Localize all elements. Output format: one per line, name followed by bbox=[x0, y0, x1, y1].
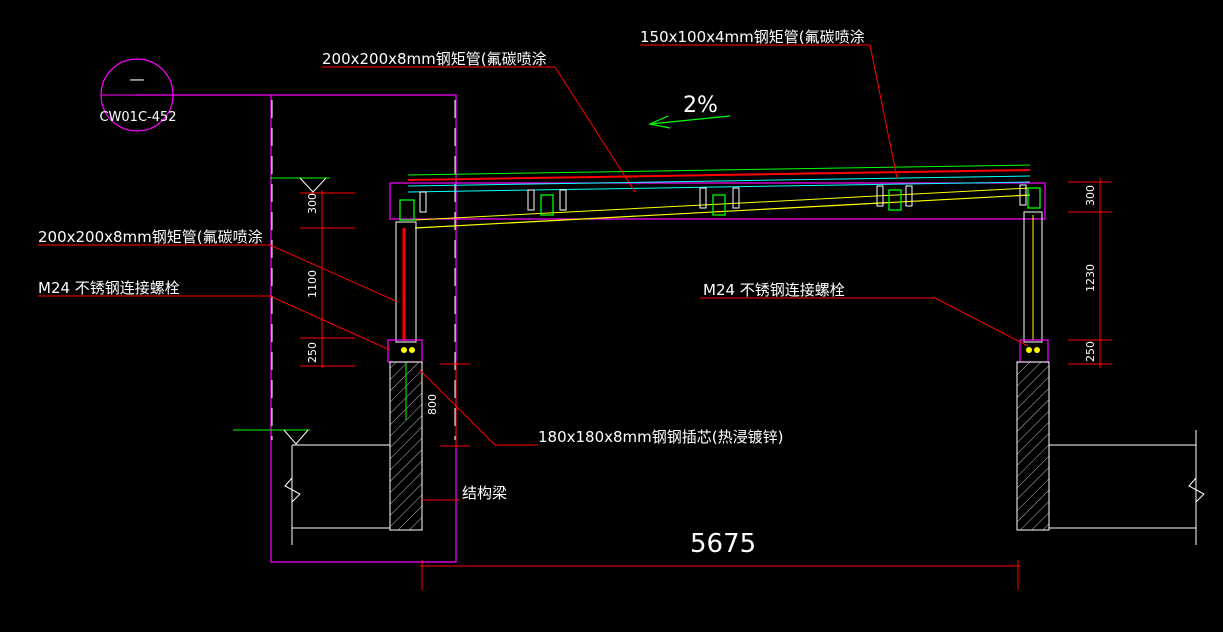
leader-lines bbox=[38, 44, 1029, 501]
left-pier-dim: 800 bbox=[426, 394, 439, 415]
left-dim-300: 300 bbox=[306, 193, 319, 214]
left-bolt-label: M24 不锈钢连接螺栓 bbox=[38, 279, 180, 297]
ground-lines bbox=[284, 430, 1205, 545]
left-pier bbox=[389, 361, 423, 531]
reference-bubble bbox=[100, 58, 174, 132]
right-dim-300: 300 bbox=[1084, 185, 1097, 206]
left-dim-250: 250 bbox=[306, 342, 319, 363]
left-dim-1100: 1100 bbox=[306, 270, 319, 298]
right-column bbox=[1019, 211, 1049, 363]
span-label: 5675 bbox=[690, 529, 756, 559]
roof-beam bbox=[389, 164, 1046, 229]
right-dimension-lines bbox=[1068, 178, 1112, 368]
right-dim-1230: 1230 bbox=[1084, 264, 1097, 292]
wall-outline bbox=[135, 94, 457, 563]
level-marker-top bbox=[270, 177, 330, 193]
left-tube-label: 200x200x8mm钢矩管(氟碳喷涂 bbox=[38, 228, 263, 246]
core-label: 180x180x8mm钢钢插芯(热浸镀锌) bbox=[538, 428, 784, 446]
right-pier bbox=[1016, 361, 1050, 531]
top-right-label: 150x100x4mm钢矩管(氟碳喷涂 bbox=[640, 28, 865, 46]
ref-sheet: CW01C-452 bbox=[99, 110, 176, 125]
left-dimension-lines bbox=[300, 190, 470, 448]
dashed-axes bbox=[271, 100, 456, 440]
slope-label: 2% bbox=[683, 93, 718, 118]
ref-number: — bbox=[130, 70, 145, 88]
level-marker-bottom bbox=[233, 429, 310, 445]
right-dim-250: 250 bbox=[1084, 341, 1097, 362]
left-column bbox=[387, 221, 423, 363]
beam-label: 结构梁 bbox=[462, 484, 507, 502]
top-left-label: 200x200x8mm钢矩管(氟碳喷涂 bbox=[322, 50, 547, 68]
right-bolt-label: M24 不锈钢连接螺栓 bbox=[703, 281, 845, 299]
span-dimension-line bbox=[420, 560, 1020, 590]
slope-arrow bbox=[648, 115, 731, 129]
